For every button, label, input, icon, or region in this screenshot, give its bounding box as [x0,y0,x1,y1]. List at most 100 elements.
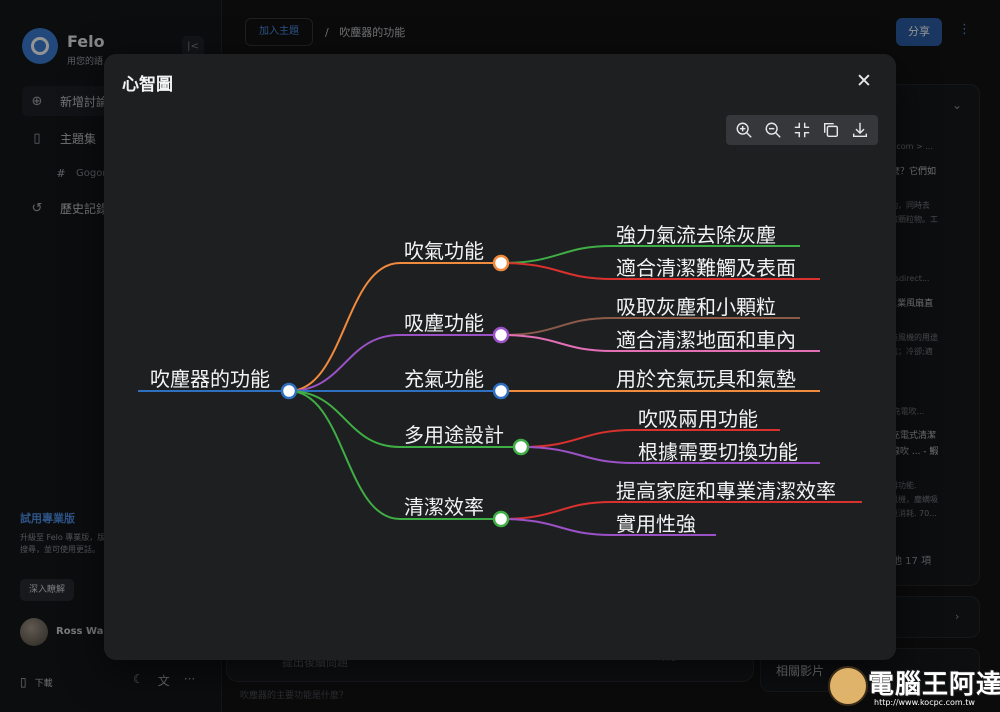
avatar[interactable] [20,618,48,646]
branch-node-dot[interactable] [512,438,530,456]
breadcrumb-current: 吹塵器的功能 [339,26,406,39]
watermark-logo: 電腦王阿達 http://www.kocpc.com.tw [828,662,1000,710]
source-text: 流動，同時去 [882,201,930,210]
sidebar-item-label: 新增討論 [60,94,109,109]
branch-node-label[interactable]: 吹氣功能 [404,239,484,263]
felo-logo[interactable] [22,28,58,64]
branch-node-dot[interactable] [492,510,510,528]
leaf-connector [520,446,820,464]
brand-subtitle: 用您的語 [67,57,104,67]
leaf-connector [500,262,820,280]
leaf-node-label[interactable]: 吸取灰塵和小顆粒 [616,295,776,319]
leaf-node-label[interactable]: 適合清潔地面和車內 [616,328,796,352]
source-title[interactable]: 無線吹 ... - 鰕 [882,447,939,457]
branch-node-label[interactable]: 吸塵功能 [404,311,484,335]
source-text: 但鼓風機的用途 [882,333,938,342]
leaf-connector [500,334,820,352]
source-text: fansdirect... [882,274,930,283]
source-text: SB充電吹... [882,407,925,416]
pro-title: 試用專業版 [20,512,75,525]
source-title[interactable]: 線充電式清潔 [882,431,937,441]
branch-connector [288,390,401,520]
panel-collapse-icon[interactable]: |< [182,36,204,58]
fit-screen-icon[interactable] [790,118,814,142]
phone-icon: ▯ [20,675,27,689]
leaf-node-label[interactable]: 適合清潔難觸及表面 [616,256,796,280]
more-vert-icon[interactable]: ⋮ [958,22,971,37]
leaf-node-label[interactable]: 根據需要切換功能 [638,440,798,464]
branch-node-label[interactable]: 多用途設計 [404,423,504,447]
add-topic-button[interactable]: 加入主題 [245,18,313,46]
sidebar-item-topics[interactable]: ▯ 主題集 [22,123,212,153]
close-icon[interactable]: ✕ [856,70,872,92]
download-icon[interactable] [848,118,872,142]
source-text: 屑和顆粒物。工 [882,215,938,224]
branch-connector [288,262,401,392]
sidebar-item-label: 歷史記錄 [60,201,109,216]
brand-name: Felo [67,32,105,51]
source-title[interactable]: 什麼？它們如 [882,167,937,177]
history-icon: ↺ [31,200,43,216]
leaf-connector [500,317,800,336]
breadcrumb: / 吹塵器的功能 [325,24,405,40]
copy-icon[interactable] [819,118,843,142]
branch-node-label[interactable]: 充氣功能 [404,367,484,391]
branch-connector [288,334,401,392]
bookmark-icon: ▯ [33,130,41,146]
new-thread-icon: ⊕ [31,93,43,109]
sidebar-item-history[interactable]: ↺ 歷史記錄 [22,193,212,223]
related-videos-label: 相關影片 [776,664,825,678]
mascot-icon [828,666,868,706]
zoom-in-icon[interactable] [732,118,756,142]
sources-more-link[interactable]: 其他 17 項 [882,556,932,567]
chevron-down-icon[interactable]: ⌄ [952,98,963,112]
mindmap-modal: 心智圖 ✕ [104,54,896,660]
moon-icon[interactable]: ☾ [133,672,144,686]
download-label: 下載 [34,678,53,689]
leaf-node-label[interactable]: 強力氣流去除灰塵 [616,223,776,247]
source-text: 能量消耗. 70... [882,509,937,518]
branch-node-dot[interactable] [492,326,510,344]
hash-icon: # [56,166,66,180]
root-node-label[interactable]: 吹塵器的功能 [150,367,270,391]
suggested-question[interactable]: 吹塵器的主要功能是什麼？ [240,691,349,701]
leaf-node-label[interactable]: 吹吸兩用功能 [638,407,758,431]
pro-description: 升級至 Felo 專業版，版搜尋，並可使用更話。 [20,533,106,554]
leaf-connector [500,245,800,264]
sidebar-item-topic-child[interactable]: # Gogor [22,158,212,188]
branch-connector [288,390,401,448]
sidebar-item-label: 主題集 [60,131,97,146]
breadcrumb-separator: / [325,26,329,39]
more-icon[interactable]: ··· [183,672,196,686]
watermark-url: http://www.kocpc.com.tw [874,698,975,707]
source-text: 塵器功能. [882,481,917,490]
leaf-node-label[interactable]: 提高家庭和專業清潔效率 [616,479,836,503]
chevron-right-icon[interactable]: › [955,610,960,623]
leaf-node-label[interactable]: 實用性強 [616,512,696,536]
zoom-out-icon[interactable] [761,118,785,142]
source-text: 吸氣；冷卻;適 [882,347,933,356]
watermark-text: 電腦王阿達 [868,670,1000,700]
learn-more-button[interactable]: 深入瞭解 [20,579,74,601]
sidebar-item-label: Gogor [76,167,107,179]
share-button[interactable]: 分享 [896,18,942,46]
topbar: 加入主題 / 吹塵器的功能 分享 ⋮ [223,0,1000,62]
source-title[interactable]: - 工業風扇直 [882,299,934,309]
leaf-connector [500,501,862,520]
root-node-dot[interactable] [280,382,298,400]
leaf-node-label[interactable]: 用於充氣玩具和氣墊 [616,367,796,391]
user-name: Ross War [56,626,109,637]
source-text: ory.com > ... [882,142,933,151]
download-link[interactable]: ▯ 下載 [20,672,210,692]
leaf-connector [500,518,716,536]
source-text: 送風機，塵螨吸 [882,495,938,504]
mindmap-toolbar [726,115,878,145]
branch-node-dot[interactable] [492,382,510,400]
footer-icons: ☾ 文 ··· [133,672,195,689]
branch-node-label[interactable]: 清潔效率 [404,495,484,519]
modal-title: 心智圖 [122,75,173,95]
translate-icon[interactable]: 文 [157,674,170,688]
branch-node-dot[interactable] [492,254,510,272]
leaf-connector [520,429,780,448]
